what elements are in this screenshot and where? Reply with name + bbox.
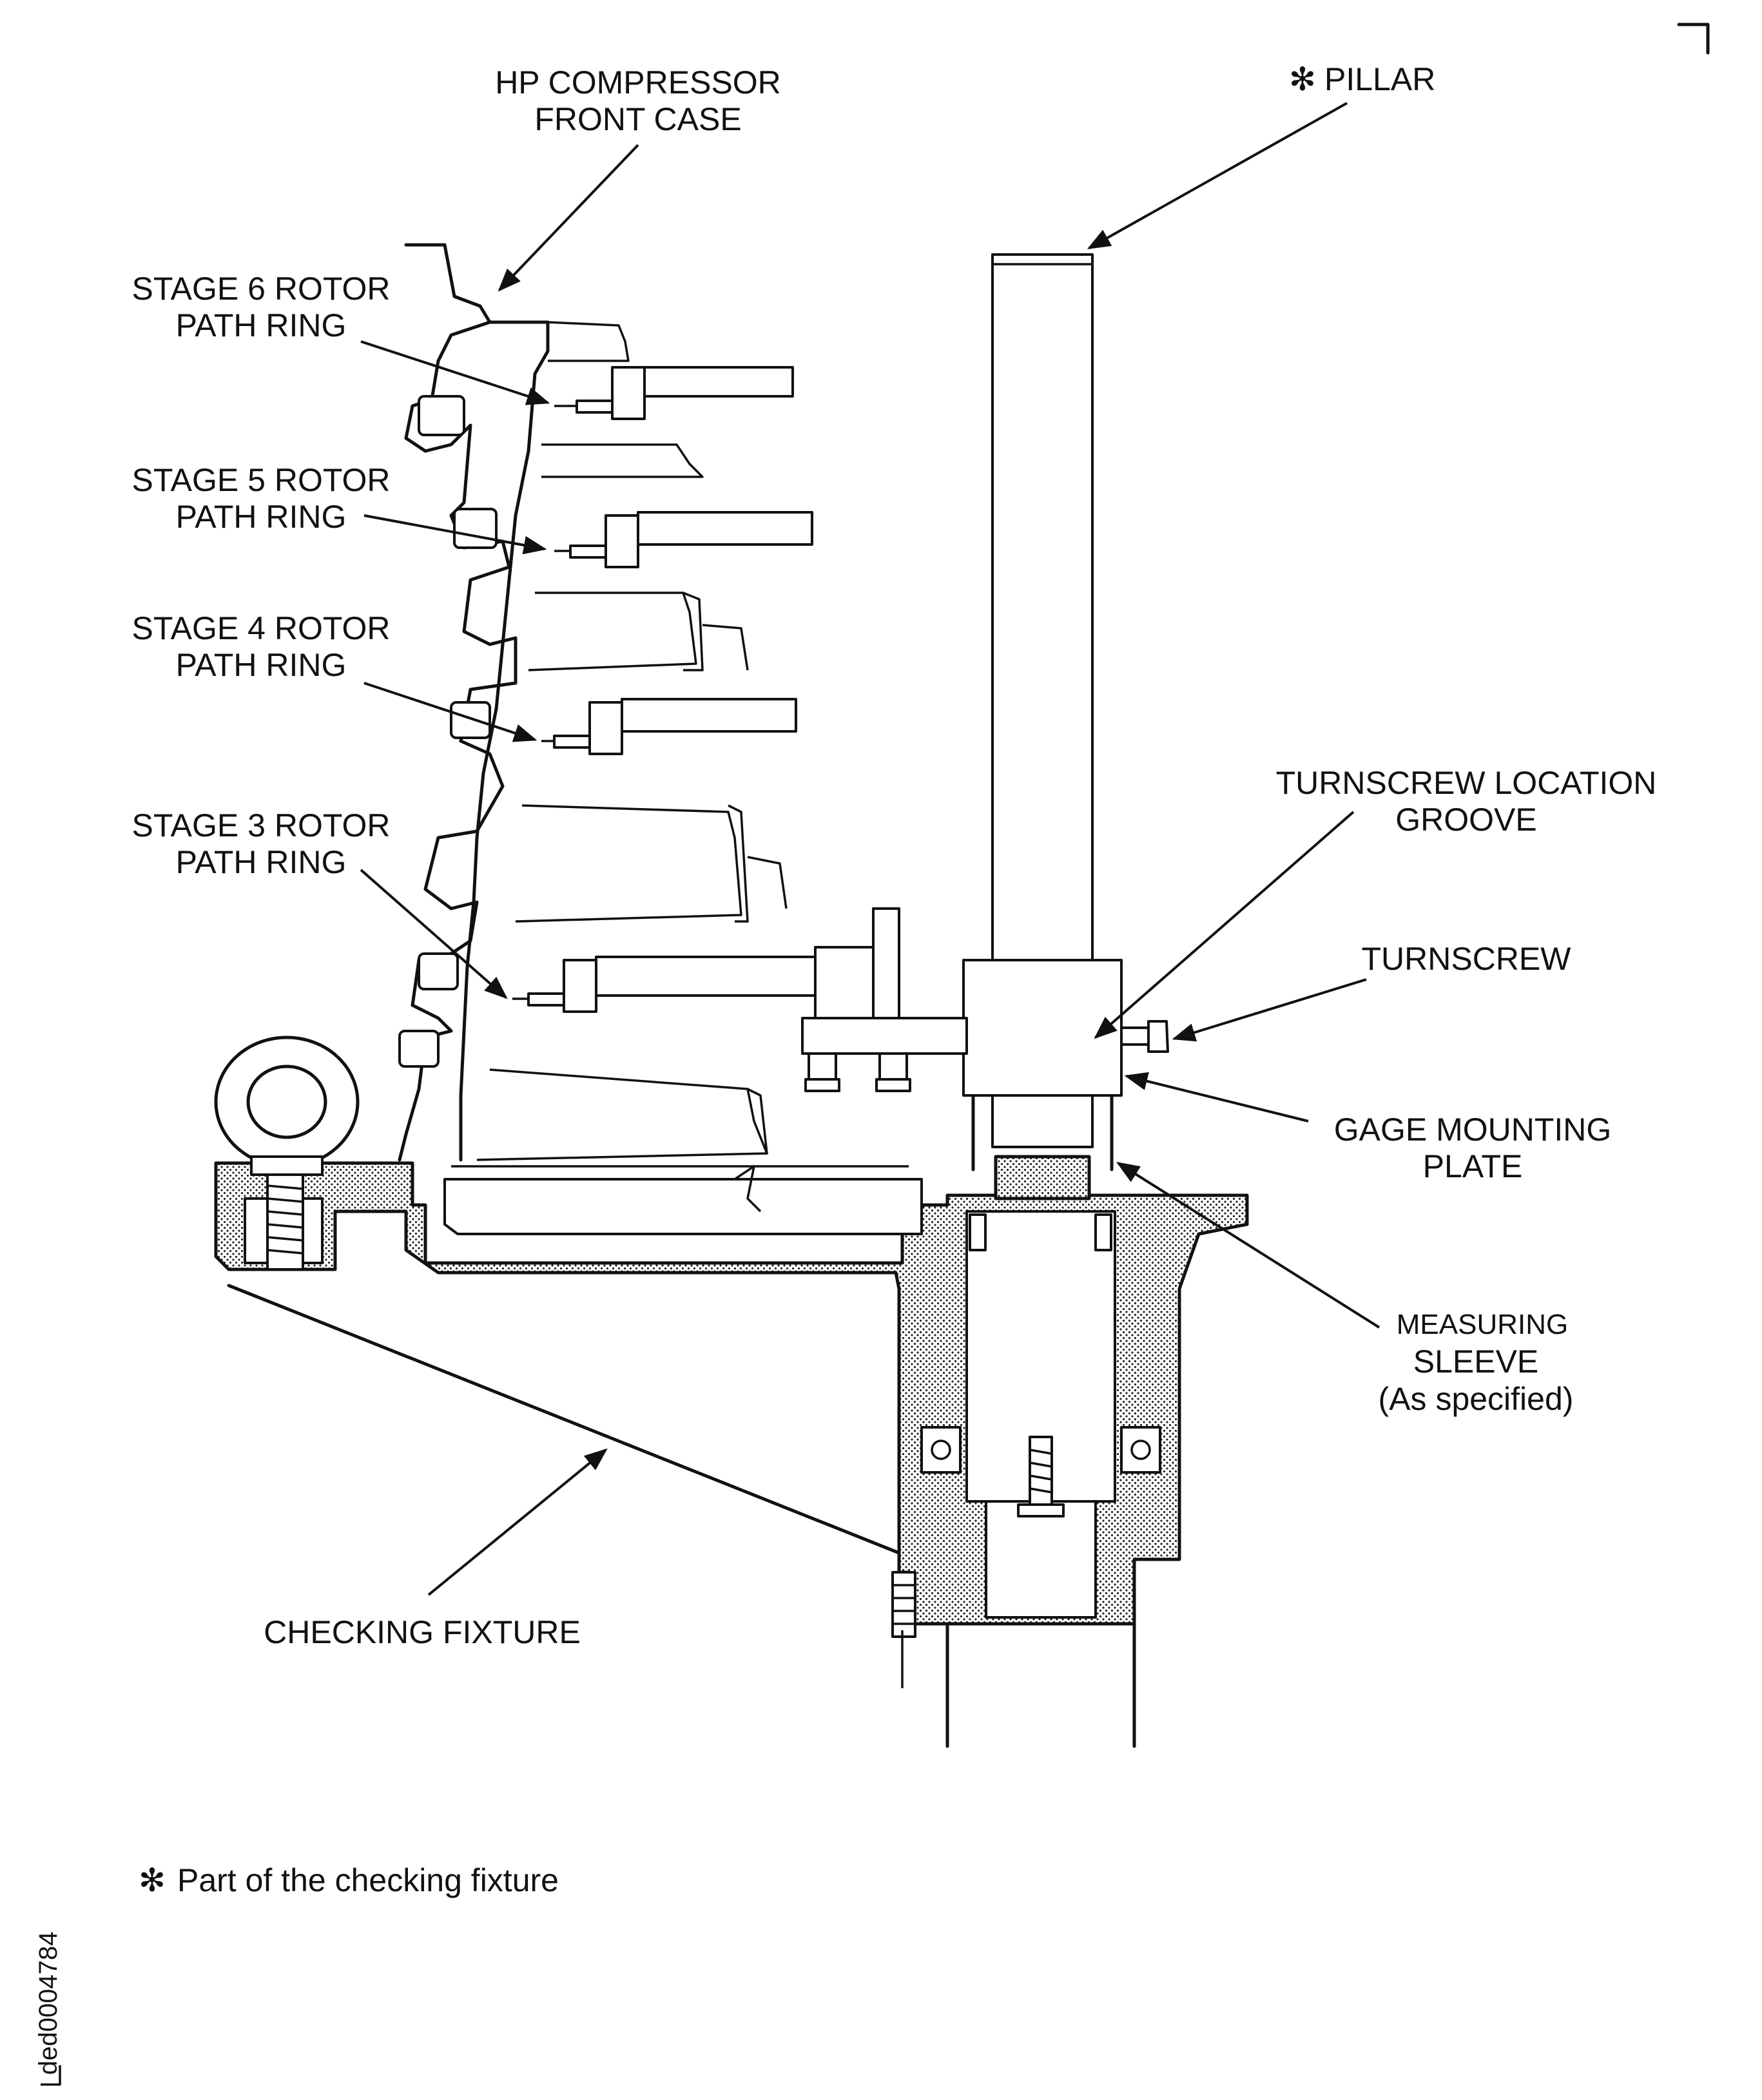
leader-lines (360, 102, 1380, 1596)
label-measuring-sleeve-line3: (As specified) (1379, 1381, 1574, 1417)
label-hp-case-line1: HP COMPRESSOR (495, 64, 781, 101)
gage-probe-stage5 (554, 511, 813, 568)
measuring-sleeve (994, 1155, 1091, 1200)
label-stage6-line1: STAGE 6 ROTOR (131, 271, 390, 307)
bearing-left (920, 1426, 962, 1474)
gage-probe-stage6 (554, 366, 794, 420)
label-stage5-line2: PATH RING (176, 499, 347, 535)
bearing-right (1120, 1426, 1161, 1474)
label-gage-plate-line2: PLATE (1423, 1148, 1523, 1184)
label-turnscrew: TURNSCREW (1362, 941, 1572, 977)
hp-compressor-front-case (398, 243, 550, 1162)
label-turnscrew-groove-line2: GROOVE (1395, 802, 1536, 838)
label-checking-fixture: CHECKING FIXTURE (264, 1614, 581, 1650)
label-hp-case-line2: FRONT CASE (534, 101, 741, 137)
label-stage4-line2: PATH RING (176, 647, 347, 683)
label-gage-plate-line1: GAGE MOUNTING (1334, 1112, 1612, 1148)
corner-mark (1677, 23, 1710, 55)
label-stage3-line2: PATH RING (176, 844, 347, 880)
side-bolt (891, 1571, 916, 1638)
footnote-text: Part of the checking fixture (177, 1862, 559, 1898)
label-stage6-line2: PATH RING (176, 307, 347, 343)
label-stage4-line1: STAGE 4 ROTOR (131, 610, 390, 646)
rotor-blades (451, 321, 909, 1213)
label-turnscrew-groove-line1: TURNSCREW LOCATION (1276, 765, 1657, 801)
footnote-symbol: ✻ (139, 1862, 166, 1898)
gage-probe-stage3 (512, 907, 900, 1019)
label-pillar: PILLAR (1324, 61, 1435, 97)
svg-text:ded0004784: ded0004784 (34, 1932, 63, 2075)
drawing-id: ded0004784 (34, 1932, 63, 2086)
checking-fixture-body (214, 1161, 1249, 1748)
eyebolt (214, 1036, 360, 1176)
turnscrew (1120, 1020, 1169, 1053)
label-stage3-line1: STAGE 3 ROTOR (131, 807, 390, 843)
housing-bolt (1017, 1436, 1065, 1517)
fixture-brace-line (227, 1284, 901, 1555)
label-measuring-sleeve-line2: SLEEVE (1413, 1344, 1539, 1380)
label-measuring-sleeve-line1: MEASURING (1397, 1309, 1568, 1340)
eyebolt-stud (266, 1171, 304, 1271)
label-pillar-asterisk: ✻ (1289, 61, 1316, 97)
gage-probe-stage4 (541, 698, 797, 755)
label-stage5-line1: STAGE 5 ROTOR (131, 462, 390, 498)
